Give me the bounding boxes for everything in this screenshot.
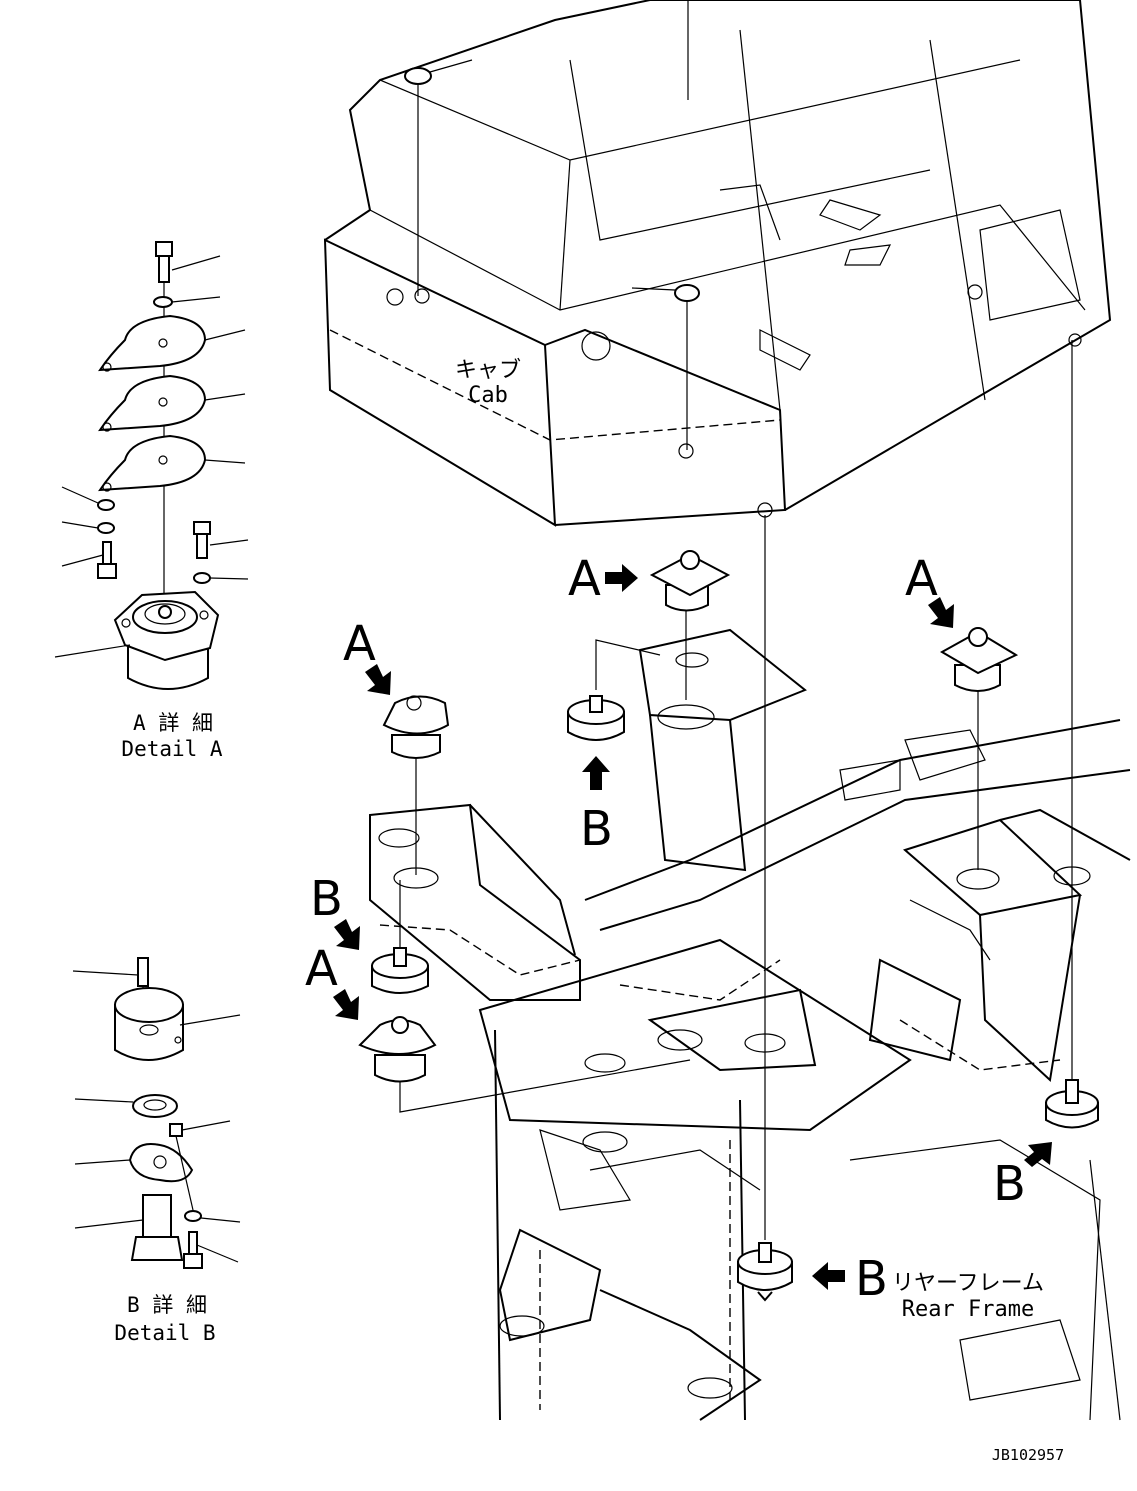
bolt-a2 <box>61 541 117 579</box>
arrow-icon <box>333 989 359 1020</box>
detail-b: B 詳 細 Detail B <box>72 957 241 1345</box>
bolt-b1 <box>183 1231 239 1269</box>
callout-a-top-letter: A <box>568 551 601 607</box>
callout-a-left: A <box>343 616 391 695</box>
washer-a4 <box>193 572 249 584</box>
bolt-a3 <box>193 521 249 559</box>
arrow-icon <box>1024 1142 1052 1167</box>
plate-b1 <box>74 1143 194 1183</box>
detail-a: A 詳 細 Detail A <box>54 241 249 761</box>
cab-body <box>323 0 1112 527</box>
cab-label: キャブ Cab <box>455 358 521 408</box>
callout-b-top-letter: B <box>580 801 613 857</box>
callout-a-left-letter: A <box>343 616 376 672</box>
callout-b-left-letter: B <box>310 871 343 927</box>
callout-a-right-letter: A <box>905 551 938 607</box>
mount-a-right <box>939 627 1019 692</box>
arrow-icon <box>812 1262 845 1290</box>
callout-b-center: B <box>812 1251 888 1307</box>
cab-cap-center <box>631 284 700 450</box>
callout-b-left: B <box>310 871 360 950</box>
leader-line-top-stopper <box>595 639 661 690</box>
detail-a-title-jp: A 詳 細 <box>133 711 213 735</box>
mount-a-lower <box>358 1016 437 1083</box>
arrow-icon <box>605 564 638 592</box>
stopper-b-right <box>1045 1079 1099 1129</box>
mount-a-top <box>649 550 731 612</box>
washer-b2 <box>184 1210 241 1223</box>
callout-a-lower-letter: A <box>305 941 338 997</box>
stopper-b-center <box>737 1242 793 1302</box>
callout-a-right: A <box>905 551 954 628</box>
stud-b1 <box>74 1194 184 1261</box>
nut-b1 <box>169 1120 231 1211</box>
rear-frame-label: リヤーフレーム Rear Frame <box>892 1271 1044 1322</box>
cab-cap-left <box>404 59 473 296</box>
drawing-id: JB102957 <box>992 1446 1064 1464</box>
mount-a-body <box>54 590 220 690</box>
washer-b1 <box>74 1094 178 1118</box>
leader-line-lower-mount <box>399 1059 691 1113</box>
rear-frame-label-jp: リヤーフレーム <box>892 1271 1044 1296</box>
arrow-icon <box>928 597 954 628</box>
detail-b-title-en: Detail B <box>114 1321 215 1345</box>
detail-a-title-en: Detail A <box>121 737 223 761</box>
callout-b-right: B <box>993 1142 1052 1212</box>
callout-a-lower: A <box>305 941 359 1020</box>
detail-b-title-jp: B 詳 細 <box>127 1293 207 1317</box>
plate-a3 <box>98 434 246 492</box>
washer-a2 <box>61 486 115 511</box>
stopper-b-left <box>371 947 429 994</box>
stopper-b-body <box>114 987 241 1061</box>
callout-b-center-letter: B <box>855 1251 888 1307</box>
callout-a-top: A <box>568 551 638 607</box>
callout-b-right-letter: B <box>993 1156 1026 1212</box>
arrow-icon <box>334 919 360 950</box>
cab-label-jp: キャブ <box>455 358 521 383</box>
cab-label-en: Cab <box>468 383 508 408</box>
plate-a1 <box>98 314 246 372</box>
washer-a3 <box>61 521 115 534</box>
stopper-b-top <box>567 695 625 741</box>
washer-a1 <box>153 296 221 308</box>
rear-frame-label-en: Rear Frame <box>902 1297 1034 1322</box>
bolt-a1 <box>155 241 221 283</box>
mount-a-left <box>382 695 450 759</box>
plate-a2 <box>98 374 246 432</box>
callout-b-top: B <box>580 756 613 857</box>
arrow-icon <box>582 756 610 790</box>
arrow-icon <box>365 664 391 695</box>
